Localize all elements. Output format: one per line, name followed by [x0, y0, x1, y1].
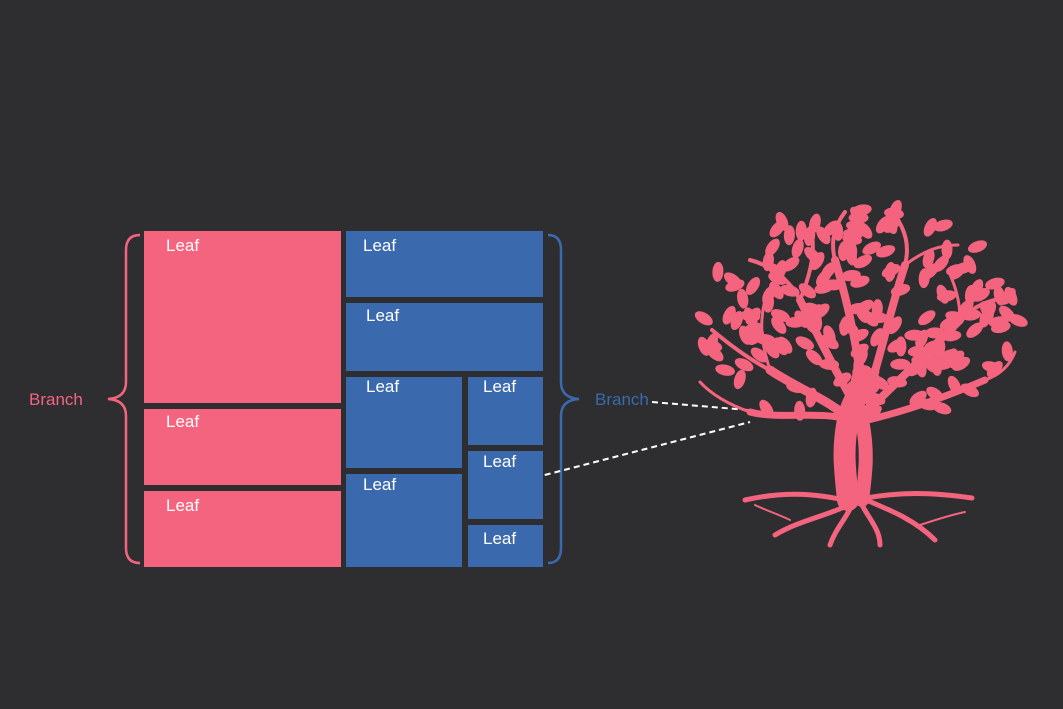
- tree-leaf-shape: [795, 220, 807, 241]
- tree-leaf-shape: [871, 299, 883, 320]
- tree-leaf-shape: [1000, 288, 1016, 305]
- tree-leaf-shape: [814, 281, 834, 294]
- leaf-cell: [346, 377, 462, 468]
- tree-leaf-shape: [923, 217, 937, 237]
- leaf-cell: [468, 525, 543, 567]
- tree-leaf-shape: [722, 305, 736, 325]
- tree-icon: [694, 199, 1028, 548]
- tree-leaf-shape: [915, 329, 929, 349]
- tree-leaf-shape: [951, 356, 971, 371]
- tree-leaf-shape: [694, 311, 713, 326]
- connector-leaf-to-tree: [505, 421, 751, 486]
- leaf-label: Leaf: [363, 236, 397, 255]
- connector-branch-to-tree: [651, 401, 749, 411]
- tree-leaf-shape: [1001, 341, 1013, 362]
- tree-leaf-shape: [855, 299, 874, 315]
- leaf-cell: [144, 491, 341, 567]
- tree-leaf-shape: [862, 241, 881, 255]
- leaf-cell: [346, 231, 543, 297]
- tree-leaf-shape: [740, 310, 761, 322]
- tree-leaf-shape: [887, 338, 906, 353]
- tree-leaf-shape: [966, 322, 984, 338]
- tree-leaf-shape: [791, 238, 804, 259]
- tree-leaf-shape: [876, 245, 896, 258]
- tree-leaf-shape: [887, 316, 902, 335]
- tree-leaf-shape: [969, 279, 984, 298]
- tree-leaf-shape: [862, 310, 879, 327]
- leaf-label: Leaf: [366, 306, 400, 325]
- leaf-cell: [468, 377, 543, 445]
- tree-leaf-shape: [853, 254, 872, 269]
- tree-leaf-shape: [890, 358, 911, 370]
- tree-leaf-shape: [750, 347, 769, 363]
- tree-leaf-shape: [850, 275, 870, 288]
- tree-leaf-shape: [816, 226, 831, 245]
- tree-leaf-shape: [733, 369, 746, 390]
- tree-leaf-shape: [775, 211, 789, 231]
- tree-leaf-shape: [785, 316, 806, 328]
- leaf-cell: [144, 409, 341, 485]
- tree-leaf-shape: [856, 221, 873, 239]
- tree-leaf-shape: [963, 255, 977, 274]
- tree-leaf-shape: [773, 337, 788, 356]
- leaf-label: Leaf: [483, 529, 517, 548]
- tree-leaf-shape: [821, 262, 836, 280]
- tree-leaf-shape: [764, 341, 780, 359]
- tree-leaf-shape: [745, 277, 761, 295]
- leaf-cell: [346, 474, 462, 567]
- tree-leaf-shape: [712, 261, 724, 282]
- tree-leaf-shape: [771, 316, 787, 334]
- tree-leaf-shape: [933, 219, 953, 232]
- tree-leaf-shape: [986, 361, 1003, 378]
- tree-leaf-shape: [769, 281, 784, 300]
- tree-leaf-shape: [881, 264, 901, 278]
- tree-leaf-shape: [884, 215, 898, 235]
- branch-label-left: Branch: [29, 390, 83, 409]
- tree-leaf-shape: [795, 336, 814, 350]
- leaf-cell: [144, 231, 341, 403]
- tree-leaf-shape: [742, 322, 762, 336]
- tree-leaf-shape: [805, 349, 823, 366]
- tree-leaf-shape: [705, 333, 719, 353]
- tree-leaf-shape: [918, 310, 936, 326]
- tree-leaf-shape: [838, 241, 850, 262]
- right-brace: [547, 233, 580, 565]
- tree-leaf-shape: [734, 358, 754, 372]
- leaf-label: Leaf: [363, 475, 397, 494]
- tree-leaf-shape: [922, 263, 939, 280]
- leaf-cell: [346, 303, 543, 371]
- tree-leaf-shape: [941, 239, 953, 260]
- tree-leaf-shape: [889, 199, 902, 220]
- tree-leaf-shape: [979, 308, 992, 328]
- tree-leaf-shape: [949, 263, 966, 280]
- tree-leaf-shape: [715, 364, 735, 376]
- leaf-cell: [468, 451, 543, 519]
- tree-leaf-shape: [843, 228, 863, 240]
- tree-leaf-shape: [967, 240, 988, 253]
- tree-leaf-shape: [1008, 314, 1028, 327]
- tree-leaf-shape: [821, 334, 839, 350]
- tree-leaf-shape: [850, 206, 867, 223]
- tree-leaf-shape: [765, 238, 780, 257]
- tree-leaf-shape: [990, 321, 1011, 334]
- left-brace: [107, 233, 141, 565]
- leaf-label: Leaf: [483, 452, 517, 471]
- tree-leaf-shape: [723, 272, 742, 287]
- leaf-label: Leaf: [166, 496, 200, 515]
- tree-leaf-shape: [781, 256, 800, 272]
- tree-leaf-shape: [936, 284, 950, 304]
- tree-leaf-shape: [909, 390, 927, 406]
- tree-leaf-shape: [783, 225, 795, 246]
- branch-label-right: Branch: [595, 390, 649, 409]
- leaf-label: Leaf: [166, 412, 200, 431]
- tree-leaf-shape: [762, 292, 775, 313]
- leaf-label: Leaf: [483, 377, 517, 396]
- tree-leaf-shape: [737, 288, 749, 309]
- leaf-label: Leaf: [166, 236, 200, 255]
- tree-leaf-shape: [747, 329, 764, 346]
- leaf-label: Leaf: [366, 377, 400, 396]
